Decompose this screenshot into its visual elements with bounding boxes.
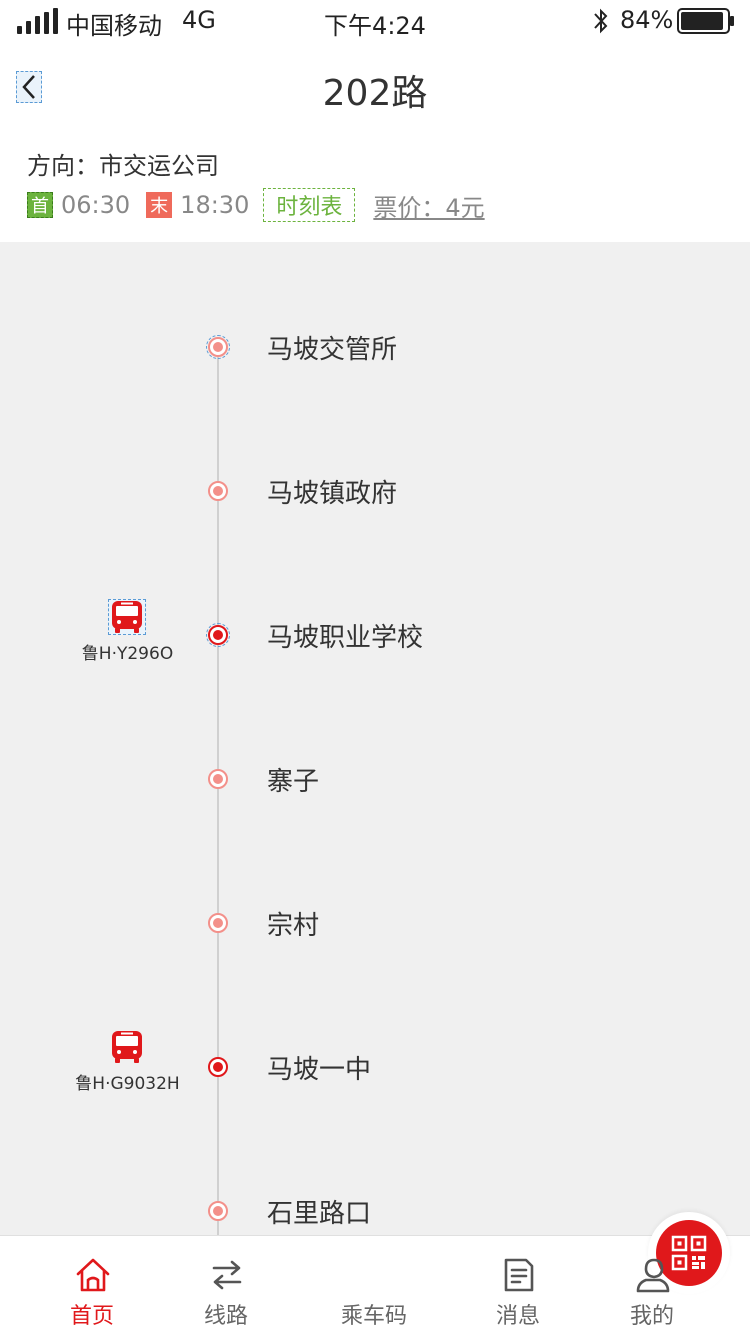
tab-profile[interactable]: 我的 — [592, 1236, 712, 1334]
bus-icon — [108, 1029, 146, 1065]
stop-name: 寨子 — [267, 767, 320, 797]
tab-label: 线路 — [203, 1304, 248, 1329]
carrier-name: 中国移动 — [66, 12, 162, 40]
tab-label: 乘车码 — [340, 1304, 407, 1329]
route-switch-icon — [212, 1260, 242, 1290]
stop-name: 马坡镇政府 — [267, 479, 398, 509]
route-info: 方向：市交运公司 首 06:30 末 18:30 时刻表 票价：4元 — [0, 134, 750, 242]
tab-routes[interactable]: 线路 — [166, 1236, 286, 1334]
route-line — [217, 347, 219, 1235]
stop-item[interactable]: 宗村 — [0, 902, 750, 946]
tab-ride-code[interactable]: 乘车码 — [314, 1212, 730, 1334]
page-title: 202路 — [322, 73, 428, 114]
stop-name: 石里路口 — [267, 1199, 372, 1229]
message-icon — [504, 1258, 534, 1292]
tab-messages[interactable]: 消息 — [458, 1236, 578, 1334]
stop-item[interactable]: 马坡镇政府 — [0, 470, 750, 514]
battery-percent: 84% — [620, 6, 674, 34]
profile-icon — [636, 1258, 670, 1293]
back-button[interactable] — [16, 71, 42, 103]
stop-item[interactable]: 马坡交管所 — [0, 326, 750, 370]
nav-header: 202路 — [0, 44, 750, 134]
stop-name: 马坡一中 — [267, 1055, 372, 1085]
tab-home[interactable]: 首页 — [32, 1236, 152, 1334]
direction-label: 方向：市交运公司 — [27, 152, 219, 180]
tab-label: 消息 — [495, 1304, 540, 1329]
bus-plate: 鲁H·G9032H — [75, 1074, 180, 1094]
route-stops-list: 马坡交管所 马坡镇政府 马坡职业学校 寨子 宗村 马坡一中 石里路口 — [0, 242, 750, 1235]
fare-link[interactable]: 票价：4元 — [373, 193, 485, 222]
first-bus-time: 06:30 — [61, 191, 131, 219]
stop-item[interactable]: 马坡职业学校 — [0, 614, 750, 658]
bluetooth-icon — [594, 8, 608, 34]
last-bus-time: 18:30 — [180, 191, 250, 219]
bottom-tab-bar: 首页 线路 — [0, 1212, 750, 1334]
battery-icon — [677, 8, 734, 34]
stop-marker-icon — [206, 623, 230, 647]
stop-marker-icon — [206, 335, 230, 359]
stop-name: 马坡交管所 — [267, 335, 398, 365]
stop-marker-icon — [208, 769, 228, 789]
first-bus-badge: 首 — [27, 192, 53, 218]
stop-marker-icon — [208, 1201, 228, 1221]
stop-marker-icon — [208, 1057, 228, 1077]
timetable-button[interactable]: 时刻表 — [263, 188, 356, 222]
stop-item[interactable]: 石里路口 — [0, 1190, 750, 1234]
stop-name: 宗村 — [267, 911, 320, 941]
last-bus-badge: 末 — [146, 192, 173, 218]
stop-marker-icon — [208, 481, 228, 501]
chevron-left-icon — [22, 75, 35, 99]
bus-icon — [108, 599, 146, 635]
network-type: 4G — [182, 6, 216, 34]
qr-code-icon — [671, 1235, 707, 1271]
stop-item[interactable]: 马坡一中 — [0, 1046, 750, 1090]
bus-marker[interactable]: 鲁H·G9032H — [60, 1029, 195, 1099]
bus-plate: 鲁H·Y296O — [81, 644, 174, 664]
stop-name: 马坡职业学校 — [267, 623, 424, 653]
stop-item[interactable]: 寨子 — [0, 758, 750, 802]
status-bar: 中国移动 4G 下午4:24 84% — [0, 0, 750, 44]
tab-label: 首页 — [69, 1304, 114, 1329]
schedule-row: 首 06:30 末 18:30 时刻表 票价：4元 — [27, 188, 485, 222]
bus-marker[interactable]: 鲁H·Y296O — [60, 599, 195, 669]
stop-marker-icon — [208, 913, 228, 933]
home-icon — [76, 1258, 110, 1292]
tab-label: 我的 — [629, 1304, 674, 1329]
signal-strength-icon — [17, 8, 59, 34]
status-time: 下午4:24 — [324, 12, 426, 40]
